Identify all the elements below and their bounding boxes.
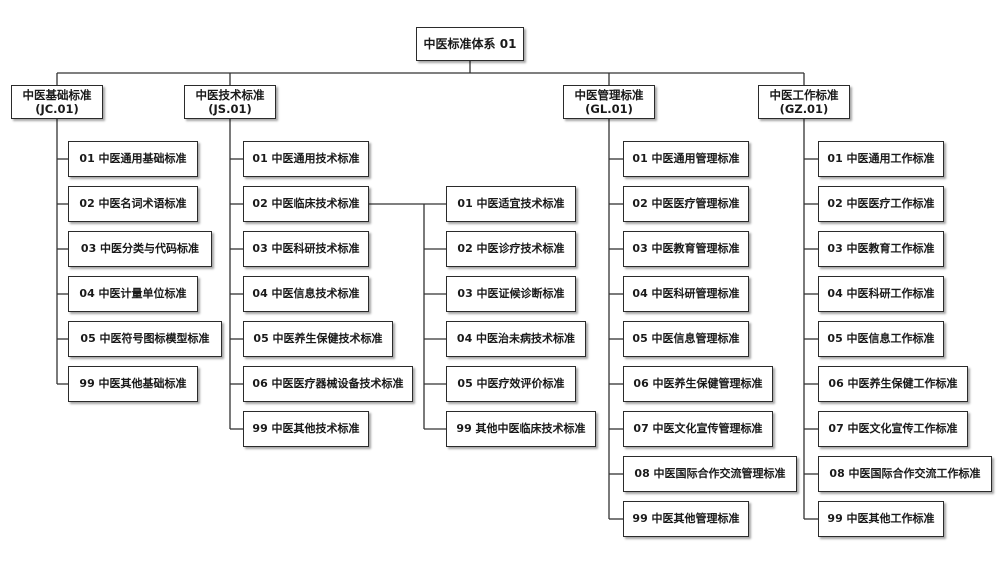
category-node-gz: 中医工作标准 (GZ.01): [758, 85, 850, 119]
standard-item: 05 中医符号图标模型标准: [68, 321, 222, 357]
standard-item: 02 中医名词术语标准: [68, 186, 198, 222]
standard-item: 99 中医其他管理标准: [623, 501, 749, 537]
standard-item: 99 中医其他技术标准: [243, 411, 369, 447]
standard-item: 05 中医信息管理标准: [623, 321, 749, 357]
standard-item: 08 中医国际合作交流管理标准: [623, 456, 797, 492]
category-name: 中医技术标准: [195, 88, 265, 102]
category-code: (JC.01): [35, 102, 79, 116]
clinical-sub-item: 02 中医诊疗技术标准: [446, 231, 576, 267]
standard-item: 01 中医通用技术标准: [243, 141, 369, 177]
category-name: 中医工作标准: [769, 88, 839, 102]
standard-item: 06 中医养生保健管理标准: [623, 366, 773, 402]
clinical-sub-item: 03 中医证候诊断标准: [446, 276, 576, 312]
root-label: 中医标准体系 01: [423, 37, 517, 51]
standard-item: 02 中医临床技术标准: [243, 186, 369, 222]
standard-item: 03 中医科研技术标准: [243, 231, 369, 267]
standard-item: 03 中医教育管理标准: [623, 231, 749, 267]
standard-item: 99 中医其他基础标准: [68, 366, 198, 402]
standard-item: 99 中医其他工作标准: [818, 501, 944, 537]
standard-item: 04 中医计量单位标准: [68, 276, 198, 312]
category-node-js: 中医技术标准 (JS.01): [184, 85, 276, 119]
standard-item: 01 中医通用管理标准: [623, 141, 749, 177]
clinical-sub-item: 99 其他中医临床技术标准: [446, 411, 596, 447]
category-code: (GL.01): [585, 102, 633, 116]
standard-item: 04 中医科研管理标准: [623, 276, 749, 312]
standard-item: 03 中医教育工作标准: [818, 231, 944, 267]
category-name: 中医基础标准: [22, 88, 92, 102]
clinical-sub-item: 05 中医疗效评价标准: [446, 366, 576, 402]
standard-item: 04 中医科研工作标准: [818, 276, 944, 312]
category-code: (GZ.01): [779, 102, 829, 116]
category-node-jc: 中医基础标准 (JC.01): [11, 85, 103, 119]
root-node: 中医标准体系 01: [416, 27, 524, 61]
standard-item: 05 中医信息工作标准: [818, 321, 944, 357]
standard-item: 01 中医通用基础标准: [68, 141, 198, 177]
standard-item: 01 中医通用工作标准: [818, 141, 944, 177]
standard-item: 02 中医医疗工作标准: [818, 186, 944, 222]
standard-item: 05 中医养生保健技术标准: [243, 321, 393, 357]
standard-item: 03 中医分类与代码标准: [68, 231, 212, 267]
category-code: (JS.01): [208, 102, 252, 116]
standard-item: 06 中医医疗器械设备技术标准: [243, 366, 413, 402]
standard-item: 04 中医信息技术标准: [243, 276, 369, 312]
standard-item: 07 中医文化宣传管理标准: [623, 411, 773, 447]
standard-item: 06 中医养生保健工作标准: [818, 366, 968, 402]
category-name: 中医管理标准: [574, 88, 644, 102]
clinical-sub-item: 01 中医适宜技术标准: [446, 186, 576, 222]
clinical-sub-item: 04 中医治未病技术标准: [446, 321, 586, 357]
standard-item: 07 中医文化宣传工作标准: [818, 411, 968, 447]
category-node-gl: 中医管理标准 (GL.01): [563, 85, 655, 119]
standard-item: 02 中医医疗管理标准: [623, 186, 749, 222]
standard-item: 08 中医国际合作交流工作标准: [818, 456, 992, 492]
